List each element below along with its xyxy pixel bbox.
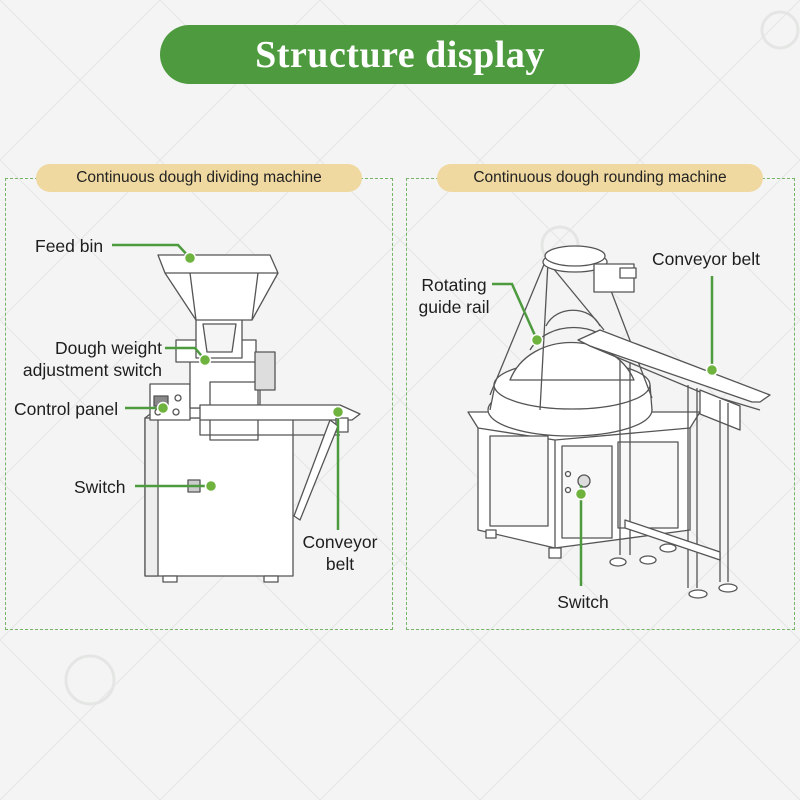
conveyor-belt-label-left-line1: Conveyor [302, 532, 378, 552]
rotating-guide-rail-label-line1: Rotating [421, 275, 487, 295]
conveyor-belt-label-left-line2: belt [325, 554, 355, 574]
dough-weight-label-line1: Dough weight [54, 338, 162, 358]
page-title: Structure display [160, 25, 640, 84]
rotating-guide-rail-label-line2: guide rail [418, 297, 490, 317]
control-panel-label: Control panel [14, 399, 119, 419]
conveyor-belt-label-right: Conveyor belt [652, 249, 760, 269]
dough-weight-label-line2: adjustment switch [22, 360, 162, 380]
switch-label-right: Switch [557, 592, 609, 612]
feed-bin-label: Feed bin [35, 236, 104, 256]
switch-label-left: Switch [74, 477, 126, 497]
rounding-machine-caption: Continuous dough rounding machine [437, 164, 763, 192]
dividing-machine-caption: Continuous dough dividing machine [36, 164, 362, 192]
rounding-machine-panel [406, 178, 795, 630]
